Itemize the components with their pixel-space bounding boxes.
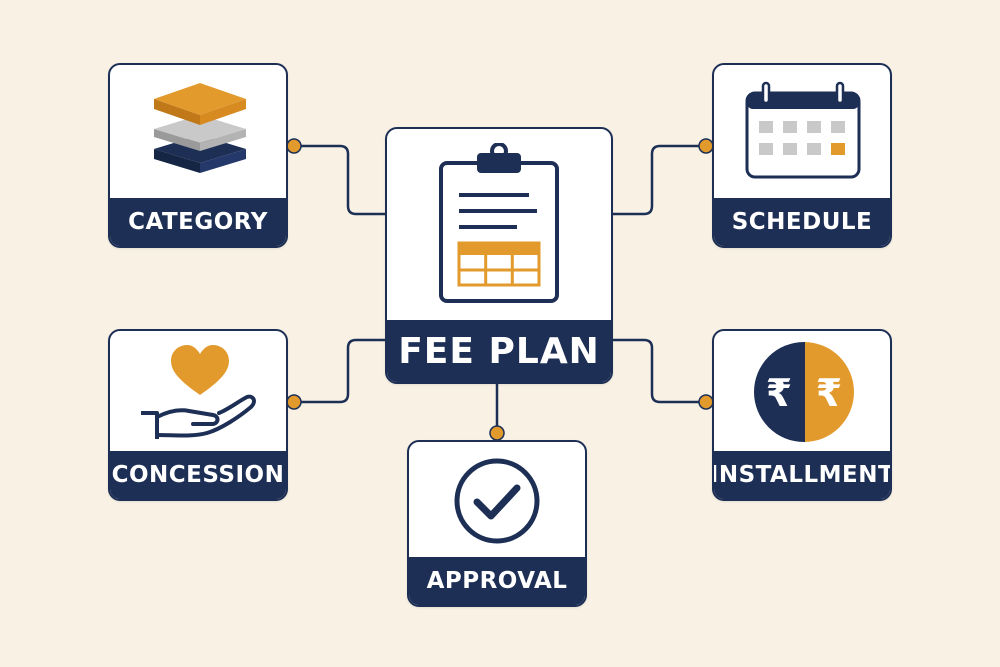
concession-label: CONCESSION bbox=[110, 451, 286, 499]
rupee-symbol-right: ₹ bbox=[816, 371, 842, 415]
connector-category bbox=[294, 144, 388, 216]
layers-icon bbox=[154, 83, 246, 173]
fee-plan-label: FEE PLAN bbox=[387, 320, 611, 382]
calendar-icon bbox=[745, 81, 861, 179]
connector-dot-schedule bbox=[698, 138, 714, 154]
connector-dot-approval bbox=[489, 425, 505, 441]
schedule-label: SCHEDULE bbox=[714, 198, 890, 246]
rupee-symbol-left: ₹ bbox=[766, 371, 792, 415]
heart-hand-icon bbox=[141, 345, 256, 439]
rupee-split-icon: ₹ ₹ bbox=[754, 342, 854, 442]
installment-card[interactable]: ₹ ₹ INSTALLMENT bbox=[712, 329, 892, 501]
approval-label: APPROVAL bbox=[409, 557, 585, 605]
connector-dot-category bbox=[286, 138, 302, 154]
installment-label: INSTALLMENT bbox=[714, 451, 890, 499]
connector-installment bbox=[612, 338, 706, 404]
category-label: CATEGORY bbox=[110, 198, 286, 246]
connector-schedule bbox=[612, 144, 706, 216]
fee-plan-card[interactable]: FEE PLAN bbox=[385, 127, 613, 384]
checkmark-icon bbox=[454, 458, 540, 544]
schedule-card[interactable]: SCHEDULE bbox=[712, 63, 892, 248]
approval-card[interactable]: APPROVAL bbox=[407, 440, 587, 607]
category-card[interactable]: CATEGORY bbox=[108, 63, 288, 248]
connector-dot-installment bbox=[698, 394, 714, 410]
clipboard-icon bbox=[439, 143, 559, 303]
connector-dot-concession bbox=[286, 394, 302, 410]
connector-concession bbox=[294, 338, 388, 404]
concession-card[interactable]: CONCESSION bbox=[108, 329, 288, 501]
